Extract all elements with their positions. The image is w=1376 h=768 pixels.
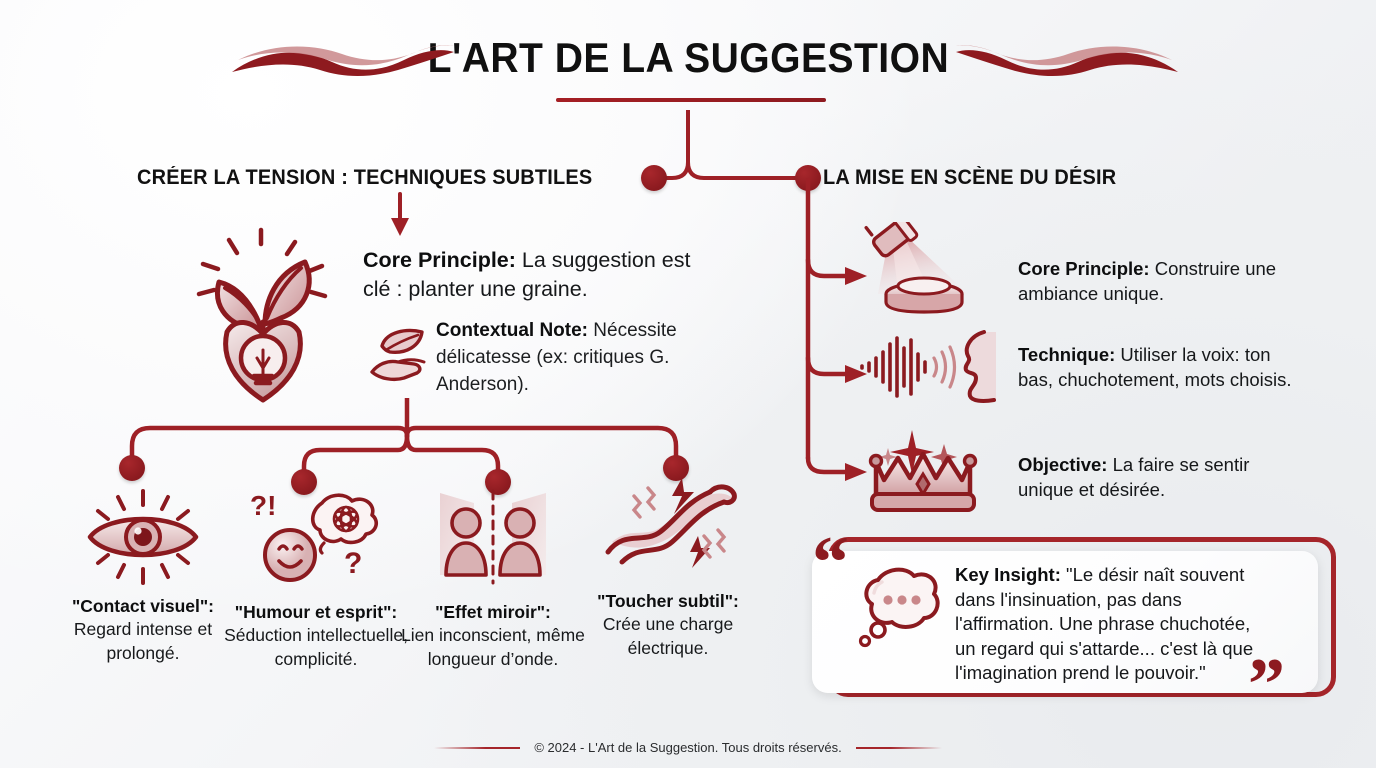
technique-card-contact-visuel: "Contact visuel": Regard intense et prol… bbox=[52, 487, 234, 665]
right-item-text: Objective: La faire se sentir unique et … bbox=[1018, 452, 1308, 502]
technique-text: Séduction intellectuelle, complicité. bbox=[224, 625, 408, 669]
right-item-label: Core Principle: bbox=[1018, 258, 1150, 279]
top-connector bbox=[652, 110, 812, 180]
smiley-thought-bubble-icon: ?! ? bbox=[218, 487, 414, 587]
right-item-text: Technique: Utiliser la voix: ton bas, ch… bbox=[1018, 342, 1308, 392]
quote-label: Key Insight: bbox=[955, 564, 1061, 585]
right-item-label: Technique: bbox=[1018, 344, 1116, 365]
left-core-principle-label: Core Principle: bbox=[363, 248, 516, 272]
branch-dot-2 bbox=[291, 469, 317, 495]
svg-text:?!: ?! bbox=[250, 490, 276, 521]
footer-rule-right bbox=[855, 746, 942, 749]
hand-holding-leaf-icon bbox=[370, 328, 426, 382]
footer-rule-left bbox=[434, 746, 521, 749]
technique-label: "Humour et esprit": bbox=[234, 602, 398, 622]
page-title: L'ART DE LA SUGGESTION bbox=[427, 34, 949, 81]
technique-text: Regard intense et prolongé. bbox=[73, 619, 213, 663]
quote-text: Key Insight: "Le désir naît souvent dans… bbox=[955, 563, 1275, 686]
hands-touch-spark-icon bbox=[572, 478, 764, 578]
right-item-body: Construire une ambiance unique. bbox=[1018, 258, 1277, 305]
technique-text: Lien inconscient, même longueur d’onde. bbox=[401, 625, 585, 669]
spotlight-stage-icon bbox=[858, 213, 998, 327]
technique-card-humour-esprit: ?! ? "Humour et esprit": Séduction intel… bbox=[218, 487, 414, 671]
svg-text:?: ? bbox=[344, 547, 362, 580]
flourish-left-icon bbox=[232, 45, 454, 76]
right-item-body: La faire se sentir unique et désirée. bbox=[1018, 454, 1250, 501]
sprout-lightbulb-icon bbox=[196, 227, 328, 403]
right-item-label: Objective: bbox=[1018, 454, 1108, 475]
left-core-principle: Core Principle: La suggestion est clé : … bbox=[363, 246, 723, 304]
technique-caption: "Toucher subtil": Crée une charge électr… bbox=[572, 590, 764, 660]
left-contextual-note: Contextual Note: Nécessite délicatesse (… bbox=[436, 318, 728, 399]
technique-label: "Effet miroir": bbox=[435, 602, 551, 622]
footer-text: © 2024 - L'Art de la Suggestion. Tous dr… bbox=[534, 740, 842, 755]
left-contextual-note-text: Nécessite délicatesse (ex: critiques G. … bbox=[436, 320, 677, 395]
crown-sparkle-icon bbox=[858, 428, 988, 525]
title-underline bbox=[556, 98, 826, 102]
technique-caption: "Humour et esprit": Séduction intellectu… bbox=[218, 601, 414, 671]
section-header-left: CRÉER LA TENSION : TECHNIQUES SUBTILES bbox=[137, 166, 593, 189]
left-core-principle-text: La suggestion est clé : planter une grai… bbox=[363, 248, 691, 302]
quote-mark-open-icon: “ bbox=[812, 522, 849, 604]
flourish-right-icon bbox=[956, 45, 1178, 76]
branch-dot-1 bbox=[119, 455, 145, 481]
technique-card-effet-miroir: "Effet miroir": Lien inconscient, même l… bbox=[400, 487, 586, 671]
thought-bubble-icon bbox=[858, 567, 940, 648]
quote-body: "Le désir naît souvent dans l'insinuatio… bbox=[955, 564, 1254, 684]
section-header-right: LA MISE EN SCÈNE DU DÉSIR bbox=[823, 166, 1117, 189]
technique-caption: "Effet miroir": Lien inconscient, même l… bbox=[400, 601, 586, 671]
left-contextual-note-label: Contextual Note: bbox=[436, 320, 588, 341]
right-item-body: Utiliser la voix: ton bas, chuchotement,… bbox=[1018, 344, 1292, 391]
connector-dot-left bbox=[641, 165, 667, 191]
branch-dot-4 bbox=[663, 455, 689, 481]
title-block: L'ART DE LA SUGGESTION bbox=[0, 34, 1376, 82]
down-arrow-icon bbox=[391, 192, 409, 236]
technique-card-toucher-subtil: "Toucher subtil": Crée une charge électr… bbox=[572, 478, 764, 660]
technique-label: "Toucher subtil": bbox=[597, 591, 739, 611]
right-arrow-connector bbox=[805, 178, 867, 481]
technique-caption: "Contact visuel": Regard intense et prol… bbox=[52, 595, 234, 665]
eye-rays-icon bbox=[52, 487, 234, 587]
branch-dot-3 bbox=[485, 469, 511, 495]
footer: © 2024 - L'Art de la Suggestion. Tous dr… bbox=[0, 740, 1376, 755]
mirror-figures-icon bbox=[400, 487, 586, 587]
technique-text: Crée une charge électrique. bbox=[602, 614, 734, 658]
right-item-text: Core Principle: Construire une ambiance … bbox=[1018, 256, 1318, 306]
quote-mark-close-icon: ” bbox=[1248, 644, 1285, 726]
technique-label: "Contact visuel": bbox=[71, 596, 215, 616]
branch-connector bbox=[129, 398, 679, 487]
voice-waveform-face-icon bbox=[858, 330, 998, 409]
